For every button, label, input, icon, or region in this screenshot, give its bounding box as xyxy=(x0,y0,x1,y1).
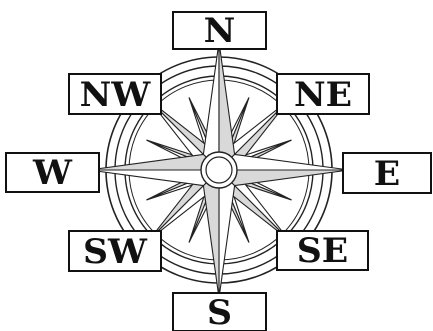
rose-cardinal-s-right xyxy=(203,170,219,298)
label-north-text: N xyxy=(204,11,236,51)
rose-cardinal-w-left xyxy=(89,170,219,186)
rose-cardinal-w-right xyxy=(89,154,219,170)
label-northeast-text: NE xyxy=(294,75,352,115)
label-northwest: NW xyxy=(69,74,161,115)
compass-center-hub xyxy=(201,152,237,188)
label-southwest-text: SW xyxy=(83,232,147,272)
label-west: W xyxy=(6,153,99,193)
rose-cardinal-e-right xyxy=(219,170,349,186)
label-southeast: SE xyxy=(277,231,368,271)
label-southeast-text: SE xyxy=(297,231,348,271)
label-northwest-text: NW xyxy=(80,75,151,115)
center-hub-inner xyxy=(206,157,232,183)
rose-cardinal-e-left xyxy=(219,154,349,170)
rose-cardinal-n-right xyxy=(219,42,235,170)
rose-cardinal-n-left xyxy=(203,42,219,170)
label-east-text: E xyxy=(374,154,400,194)
label-south-text: S xyxy=(207,293,232,331)
label-west-text: W xyxy=(32,153,72,193)
label-east: E xyxy=(343,153,431,194)
rose-cardinal-s-left xyxy=(219,170,235,298)
label-south: S xyxy=(173,293,266,331)
label-southwest: SW xyxy=(69,231,161,272)
label-north: N xyxy=(173,11,266,51)
label-northeast: NE xyxy=(277,74,369,115)
